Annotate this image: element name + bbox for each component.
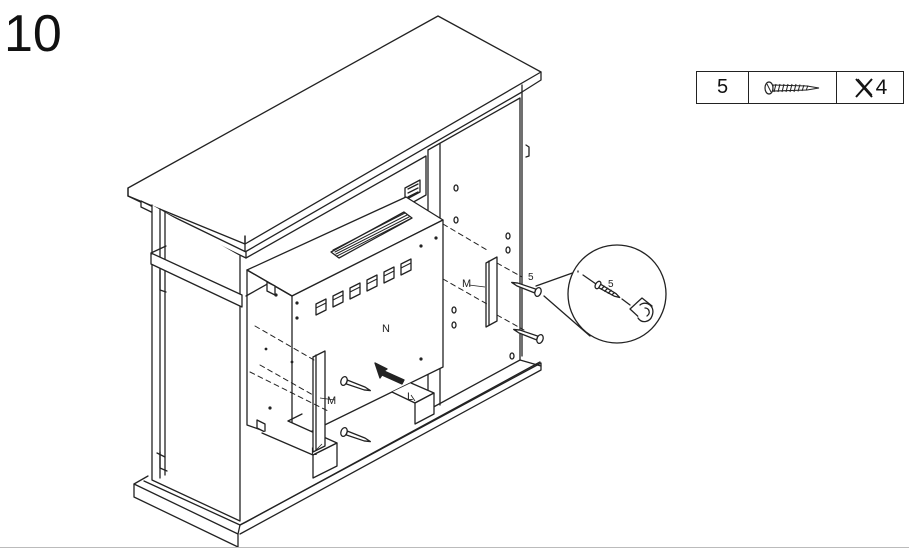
left-leg — [150, 204, 243, 522]
heater-insert — [246, 196, 444, 442]
block-right — [391, 382, 435, 425]
bracket-label-left: M — [327, 395, 336, 407]
bracket-left — [312, 350, 326, 453]
step-number: 10 — [4, 5, 62, 63]
arrow-icon — [374, 362, 405, 385]
quantity-value: 4 — [875, 75, 888, 99]
block-label-right: L — [407, 391, 413, 403]
part-id: 5 — [697, 72, 749, 103]
bracket-right — [485, 256, 498, 328]
parts-table: 5 4 — [696, 71, 904, 104]
times-icon — [854, 77, 873, 98]
screws — [340, 281, 544, 443]
right-leg — [427, 91, 542, 411]
bracket-label-right: M — [462, 278, 471, 290]
quantity: 4 — [837, 72, 903, 103]
heater-label: N — [382, 323, 390, 335]
screw-callout-label: 5 — [528, 272, 534, 283]
detail-screw-label: 5 — [608, 279, 614, 290]
detail-callout — [535, 244, 667, 344]
block-label-left: L — [311, 446, 317, 458]
bottom-rule — [0, 547, 909, 548]
screw-icon — [749, 72, 837, 103]
